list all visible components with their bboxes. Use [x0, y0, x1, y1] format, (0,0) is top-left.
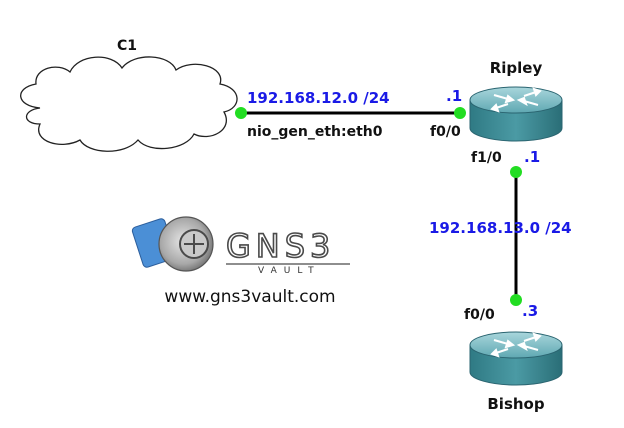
endpoint-ripley-f0-0[interactable]: [454, 107, 466, 119]
endpoint-ripley-f1-0[interactable]: [510, 166, 522, 178]
cloud-name: C1: [117, 38, 137, 54]
cloud-c1[interactable]: [20, 56, 238, 152]
logo-url: www.gns3vault.com: [164, 287, 335, 307]
router-ripley[interactable]: [469, 86, 563, 142]
interface-label-ripley-f1-0: f1/0: [471, 150, 502, 166]
endpoint-bishop-f0-0[interactable]: [510, 294, 522, 306]
router-name-ripley: Ripley: [490, 59, 543, 77]
gns3-vault-logo: GNS3 VAULT www.gns3vault.com: [131, 216, 350, 307]
network-label-13: 192.168.13.0 /24: [429, 219, 572, 237]
cloud-icon: [20, 56, 238, 152]
interface-label-c1-eth0: nio_gen_eth:eth0: [247, 124, 383, 140]
logo-brand-text: GNS3: [226, 227, 335, 265]
interface-label-ripley-f0-0: f0/0: [430, 124, 461, 140]
network-label-12: 192.168.12.0 /24: [247, 89, 390, 107]
host-label-ripley-f1-0: .1: [524, 148, 540, 166]
router-arrows-icon: [490, 332, 542, 358]
router-top: [469, 86, 563, 114]
logo-sub-text: VAULT: [258, 266, 321, 276]
router-arrows-icon: [490, 87, 542, 113]
interface-label-bishop-f0-0: f0/0: [464, 307, 495, 323]
endpoint-c1-eth0[interactable]: [235, 107, 247, 119]
router-name-bishop: Bishop: [487, 395, 544, 413]
router-top: [469, 331, 563, 359]
router-bishop[interactable]: [469, 331, 563, 386]
host-label-bishop-f0-0: .3: [522, 302, 538, 320]
host-label-ripley-f0-0: .1: [446, 87, 462, 105]
